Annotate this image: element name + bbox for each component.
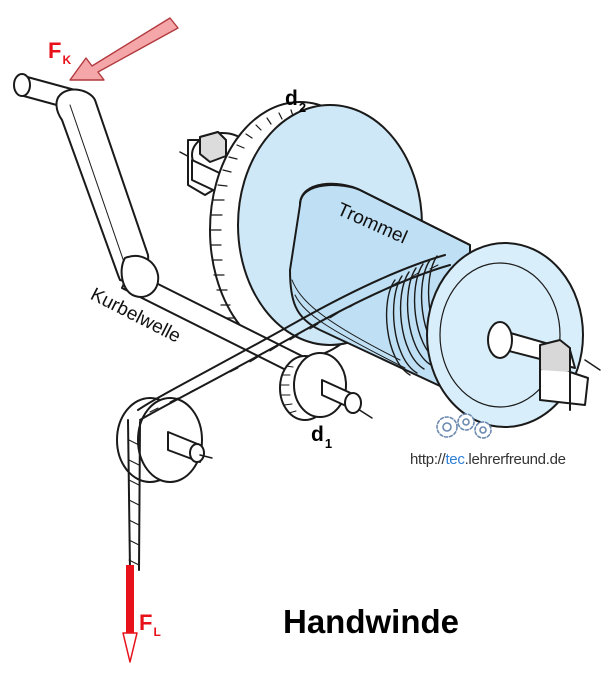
pinion-d1 [279, 352, 362, 421]
diameter-d1-label: d1 [311, 423, 333, 451]
force-fl-label: FL [139, 610, 161, 639]
force-arrow-fk [69, 17, 179, 81]
diameter-d2-label: d2 [285, 87, 307, 115]
force-arrow-fl [122, 565, 138, 663]
watermark-gears-icon [436, 413, 492, 439]
guide-pulley [116, 397, 213, 483]
watermark-url: http://tec.lehrerfreund.de [410, 451, 566, 468]
diagram-title: Handwinde [283, 603, 460, 640]
rope [127, 254, 451, 571]
front-bearing [487, 321, 601, 411]
force-fk-label: FK [48, 38, 72, 67]
crank-handle [13, 73, 160, 298]
